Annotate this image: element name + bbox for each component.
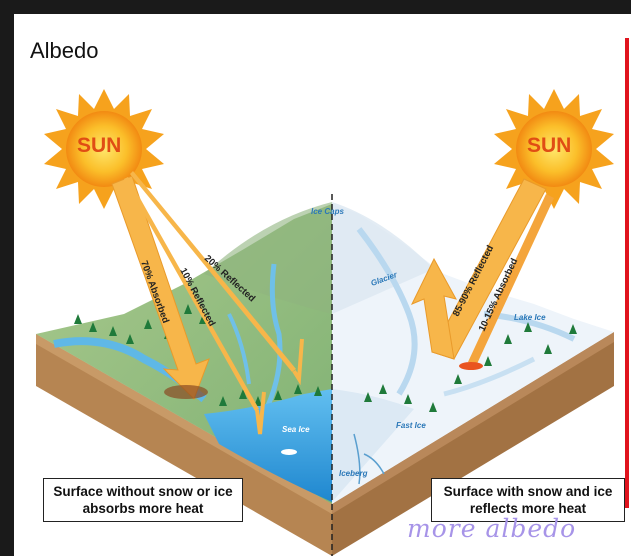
slide: Albedo (14, 14, 631, 556)
reflected-arrow-10 (124, 177, 266, 435)
slide-title: Albedo (30, 38, 99, 63)
soil-left-top (36, 334, 332, 514)
sea-ice-label: Sea Ice (282, 425, 310, 434)
caption-right: Surface with snow and ice reflects more … (431, 478, 625, 522)
caption-left: Surface without snow or ice absorbs more… (43, 478, 243, 522)
reflected-arrow-20 (130, 171, 304, 386)
fast-ice-label: Fast Ice (396, 421, 426, 430)
sea (204, 389, 332, 502)
iceberg-label: Iceberg (339, 469, 368, 478)
reflected-arrow-right (410, 178, 547, 360)
soil-right-face (332, 332, 614, 556)
soil-right-top (332, 332, 614, 514)
fast-ice-sea (332, 389, 414, 502)
sun-left (44, 89, 164, 209)
trees (74, 304, 577, 412)
accent-bar (625, 38, 629, 508)
absorbed-arrow-right (459, 194, 554, 370)
lake-ice-label: Lake Ice (514, 313, 546, 322)
handwritten-annotation: more albedo (407, 514, 577, 543)
albedo-diagram: 70% Absorbed 10% Reflected 20% Reflected… (36, 89, 614, 556)
sun-left-label: SUN (77, 134, 122, 157)
ice-caps-label: Ice Caps (311, 207, 344, 216)
sun-right-label: SUN (527, 134, 572, 157)
soil-left-face (36, 334, 332, 556)
